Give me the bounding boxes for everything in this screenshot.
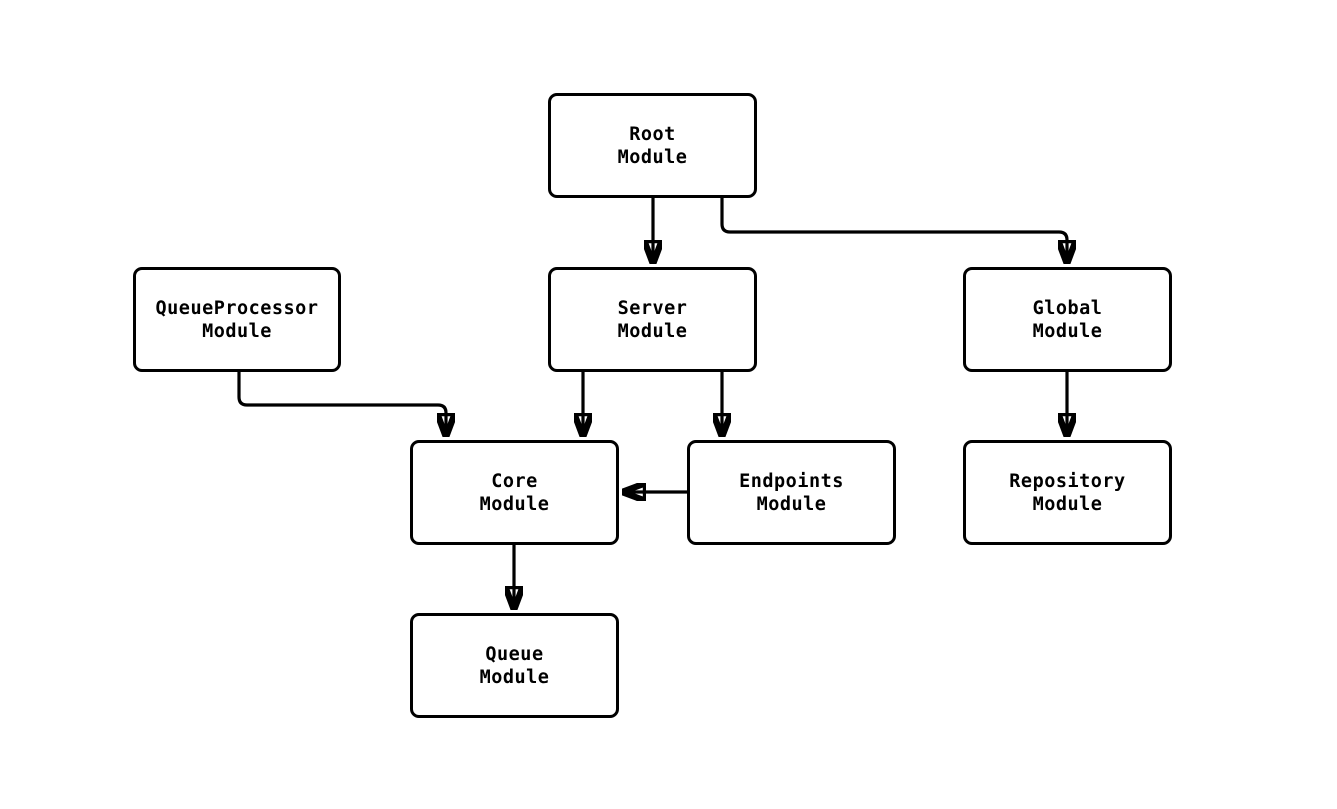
node-endpoints-module: Endpoints Module xyxy=(687,440,896,545)
node-queueprocessor-module: QueueProcessor Module xyxy=(133,267,341,372)
node-root-module: Root Module xyxy=(548,93,757,198)
edge-root-global xyxy=(720,198,1067,262)
node-repository-module: Repository Module xyxy=(963,440,1172,545)
node-queue-module: Queue Module xyxy=(410,613,619,718)
edge-queueprocessor-core xyxy=(237,372,446,435)
node-core-module: Core Module xyxy=(410,440,619,545)
node-server-module: Server Module xyxy=(548,267,757,372)
node-global-module: Global Module xyxy=(963,267,1172,372)
